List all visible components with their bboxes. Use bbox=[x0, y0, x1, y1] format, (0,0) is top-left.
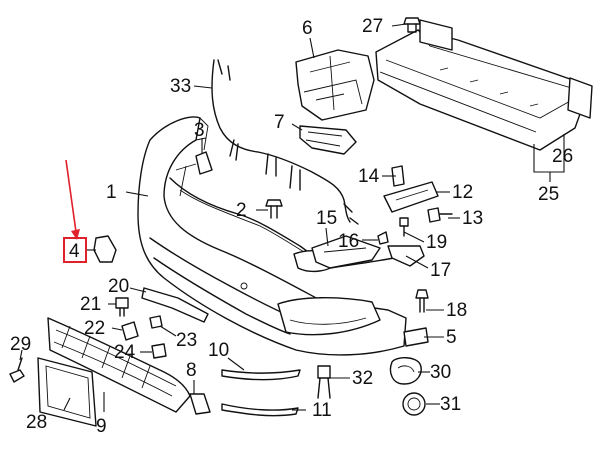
callout-8: 8 bbox=[186, 360, 197, 381]
callout-1: 1 bbox=[106, 182, 117, 203]
callout-15: 15 bbox=[316, 208, 337, 229]
callout-9: 9 bbox=[96, 416, 107, 437]
callout-28: 28 bbox=[26, 412, 47, 433]
bolt-19 bbox=[399, 217, 409, 237]
bracket-4 bbox=[93, 235, 117, 263]
callout-22: 22 bbox=[84, 318, 105, 339]
callout-27: 27 bbox=[362, 16, 383, 37]
bolt-2 bbox=[265, 199, 283, 219]
callout-23: 23 bbox=[176, 330, 197, 351]
callout-16: 16 bbox=[338, 231, 359, 252]
callout-29: 29 bbox=[10, 334, 31, 355]
bracket-12 bbox=[383, 181, 439, 213]
callout-12: 12 bbox=[452, 182, 473, 203]
cap-31 bbox=[402, 392, 426, 416]
bolt-16 bbox=[377, 231, 389, 245]
strip-10 bbox=[221, 369, 301, 381]
screw-29 bbox=[9, 357, 25, 383]
plate-28 bbox=[37, 357, 97, 427]
callout-32: 32 bbox=[352, 368, 373, 389]
callout-6: 6 bbox=[302, 18, 313, 39]
highlight-marker bbox=[63, 159, 87, 263]
callout-17: 17 bbox=[430, 260, 451, 281]
callout-26: 26 bbox=[552, 146, 573, 167]
wiring-harness bbox=[211, 59, 359, 225]
bolt-21 bbox=[115, 297, 129, 317]
callout-31: 31 bbox=[440, 394, 461, 415]
callout-4: 4 bbox=[69, 241, 80, 262]
callout-2: 2 bbox=[236, 200, 247, 221]
clip-3 bbox=[195, 151, 213, 175]
callout-21: 21 bbox=[80, 294, 101, 315]
callout-30: 30 bbox=[430, 362, 451, 383]
callout-24: 24 bbox=[114, 342, 136, 363]
callout-14: 14 bbox=[358, 166, 380, 187]
clip-8 bbox=[189, 393, 211, 415]
bolt-13 bbox=[427, 207, 453, 223]
bolt-27 bbox=[403, 17, 421, 33]
callout-20: 20 bbox=[108, 276, 129, 297]
bracket-15 bbox=[311, 235, 381, 269]
reinforcement-bar bbox=[375, 19, 593, 151]
clip-5 bbox=[403, 327, 429, 347]
bumper-cover bbox=[137, 116, 407, 356]
clip-22 bbox=[121, 321, 139, 341]
bolt-23 bbox=[149, 315, 163, 329]
module-30 bbox=[389, 357, 422, 385]
trim-7 bbox=[299, 125, 357, 155]
sensor-32 bbox=[317, 365, 331, 399]
clip-24 bbox=[151, 343, 167, 359]
strip-11 bbox=[221, 403, 299, 417]
bracket-6 bbox=[295, 49, 375, 121]
callout-10: 10 bbox=[208, 340, 229, 361]
clip-14 bbox=[391, 165, 405, 187]
bolt-18 bbox=[415, 289, 429, 313]
callout-5: 5 bbox=[446, 327, 457, 348]
grille-9 bbox=[47, 317, 191, 413]
callout-13: 13 bbox=[462, 208, 483, 229]
callout-11: 11 bbox=[312, 400, 332, 421]
bracket-20 bbox=[141, 287, 209, 323]
callout-25: 25 bbox=[538, 184, 559, 205]
callout-3: 3 bbox=[194, 120, 205, 141]
callout-19: 19 bbox=[426, 232, 447, 253]
callout-33: 33 bbox=[170, 76, 191, 97]
callout-7: 7 bbox=[274, 112, 285, 133]
callout-18: 18 bbox=[446, 300, 467, 321]
callout-numbers: 1 2 3 4 5 6 7 8 9 10 11 12 13 14 15 16 1… bbox=[10, 16, 573, 437]
leader-lines bbox=[19, 23, 565, 412]
